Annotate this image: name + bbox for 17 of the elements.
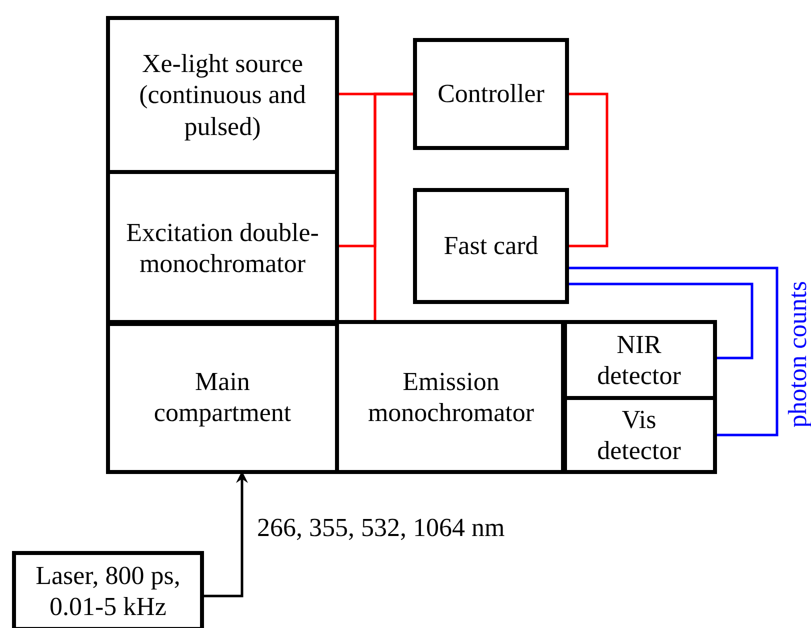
box-label: Xe-light source (continuous and pulsed) bbox=[138, 48, 307, 142]
process-box bbox=[413, 38, 569, 150]
box-label: Laser, 800 ps, 0.01-5 kHz bbox=[34, 560, 182, 622]
box-label: Main compartment bbox=[152, 366, 292, 428]
connector-line bbox=[567, 282, 754, 360]
connector-line bbox=[374, 92, 415, 322]
box-label: Excitation double-monochromator bbox=[125, 216, 320, 280]
process-box bbox=[413, 188, 569, 304]
arrow bbox=[202, 471, 248, 598]
process-box bbox=[12, 551, 204, 628]
box-label: Vis detector bbox=[596, 404, 682, 466]
box-label: Emission monochromator bbox=[366, 366, 536, 428]
connector-line bbox=[567, 92, 608, 248]
box-label: Fast card bbox=[444, 230, 538, 262]
box-label: Controller bbox=[438, 78, 544, 110]
box-label: NIR detector bbox=[596, 328, 682, 392]
connector-line bbox=[567, 266, 778, 436]
